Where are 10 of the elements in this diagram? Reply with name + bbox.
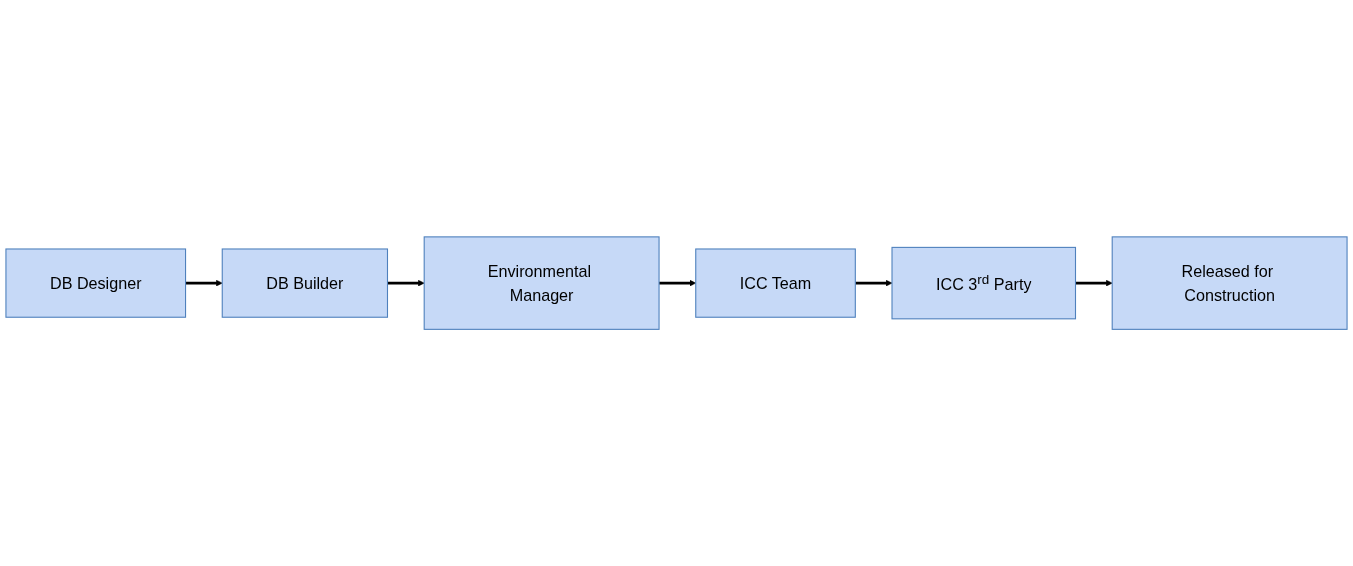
node-box: DB Designer xyxy=(5,248,187,318)
node-box: DB Builder xyxy=(221,248,389,318)
arrow xyxy=(185,279,223,287)
node-box: Environmental Manager xyxy=(423,236,660,330)
node-box: Released for Construction xyxy=(1111,236,1348,330)
node-box: ICC Team xyxy=(695,248,856,318)
arrow xyxy=(855,279,893,287)
arrow xyxy=(1075,279,1113,287)
node-box: ICC 3$^{rd}$ Party xyxy=(891,246,1077,320)
arrow xyxy=(387,279,425,287)
